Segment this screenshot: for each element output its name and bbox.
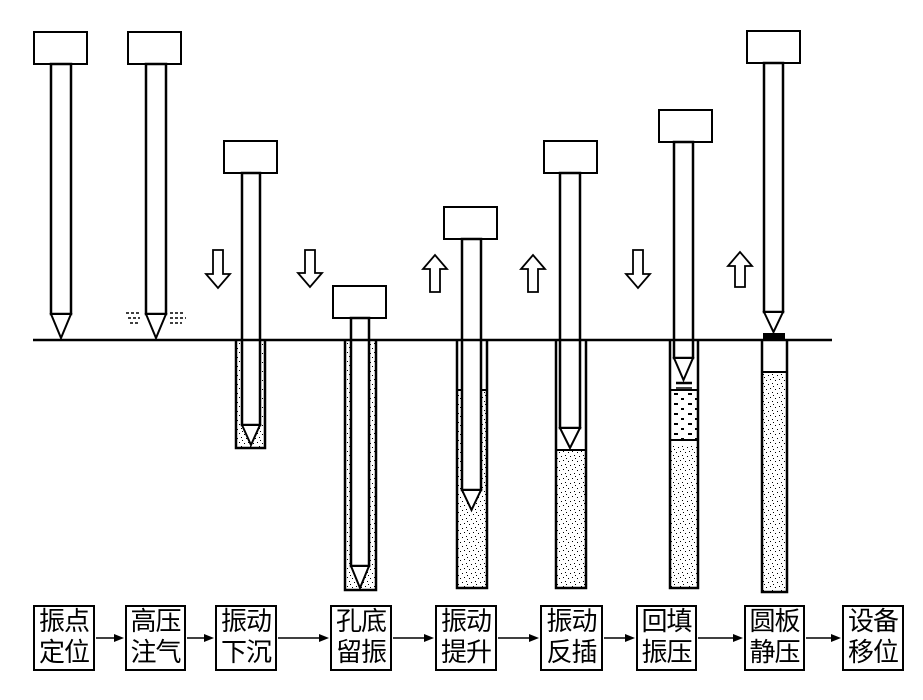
pipe	[144, 62, 168, 316]
sand-fill	[762, 372, 787, 592]
step-box: 振动下沉	[215, 605, 277, 671]
arrow-down-icon	[296, 249, 324, 289]
arrow-down-icon	[204, 249, 232, 290]
pile-tip	[558, 427, 582, 451]
vibro-pile-5	[443, 206, 498, 513]
vibro-pile-4	[332, 285, 387, 591]
step-box: 设备移位	[842, 605, 904, 671]
borehole	[554, 340, 588, 590]
arrow-down-icon	[624, 249, 652, 290]
arrow-up-icon	[421, 253, 449, 293]
vibrator-head	[746, 30, 801, 64]
sand-fill	[670, 446, 698, 588]
vibrator-head	[543, 140, 598, 174]
step-label-line2: 静压	[749, 638, 800, 668]
step-label-line1: 振点	[38, 607, 90, 637]
gravel-fill	[670, 390, 698, 440]
step-box: 孔底留振	[330, 605, 392, 671]
pipe	[460, 237, 483, 492]
step-label-line1: 孔底	[335, 607, 387, 637]
step-box: 高压注气	[125, 605, 186, 671]
step-label-line1: 振动	[220, 607, 272, 637]
pipe	[558, 171, 582, 430]
pipe	[240, 171, 262, 427]
vibro-pile-8	[746, 30, 801, 340]
step-label-line2: 反插	[546, 638, 597, 668]
pipe	[49, 62, 73, 316]
arrowhead-icon	[424, 634, 434, 642]
borehole	[668, 340, 700, 590]
vibrator-head	[658, 109, 713, 143]
step-box: 振动提升	[435, 605, 497, 671]
vibrator-head	[332, 285, 387, 319]
vibrator-head	[443, 206, 498, 240]
step-box: 振动反插	[540, 605, 603, 671]
vibro-pile-1	[33, 31, 88, 341]
pipe	[349, 316, 371, 568]
arrowhead-icon	[114, 634, 124, 642]
pile-tip	[672, 357, 695, 383]
arrow-up-icon	[726, 250, 754, 288]
step-label-line2: 提升	[440, 638, 492, 668]
step-box: 振点定位	[33, 605, 95, 671]
borehole	[760, 340, 789, 594]
vibro-pile-3	[223, 140, 278, 448]
arrowhead-icon	[733, 634, 743, 642]
vibro-pile-6	[543, 140, 598, 451]
step-label-line2: 定位	[38, 638, 90, 668]
vibrator-head	[127, 31, 182, 65]
step-label-line2: 振压	[641, 638, 692, 668]
pile-tip	[349, 565, 371, 591]
step-label-line2: 留振	[335, 638, 387, 668]
step-label-line1: 振动	[546, 607, 597, 637]
arrowhead-icon	[319, 634, 329, 642]
arrowhead-icon	[625, 634, 635, 642]
sand-fill	[556, 450, 586, 588]
pile-tip	[762, 311, 785, 335]
arrow-up-icon	[519, 253, 547, 293]
vibro-pile-2	[126, 31, 186, 341]
step-label-line1: 设备	[847, 607, 899, 637]
step-label-line1: 高压	[130, 607, 181, 637]
step-label-line1: 回填	[641, 607, 692, 637]
step-label-line2: 移位	[847, 638, 899, 668]
step-label-line1: 圆板	[749, 607, 800, 637]
pile-tip	[144, 313, 168, 341]
step-box: 圆板静压	[744, 605, 805, 671]
pile-tip	[240, 424, 262, 448]
pipe	[672, 140, 695, 360]
pipe	[762, 61, 785, 314]
step-label-line1: 振动	[440, 607, 492, 637]
pile-tip	[460, 489, 483, 513]
step-label-line2: 下沉	[220, 638, 272, 668]
step-label-line2: 注气	[130, 638, 181, 668]
vibrator-head	[223, 140, 278, 174]
arrowhead-icon	[204, 634, 214, 642]
step-box: 回填振压	[636, 605, 697, 671]
arrowhead-icon	[831, 634, 841, 642]
vibrator-head	[33, 31, 88, 65]
pile-tip	[49, 313, 73, 341]
vibro-pile-7	[658, 109, 713, 389]
arrowhead-icon	[529, 634, 539, 642]
round-plate	[763, 333, 785, 340]
